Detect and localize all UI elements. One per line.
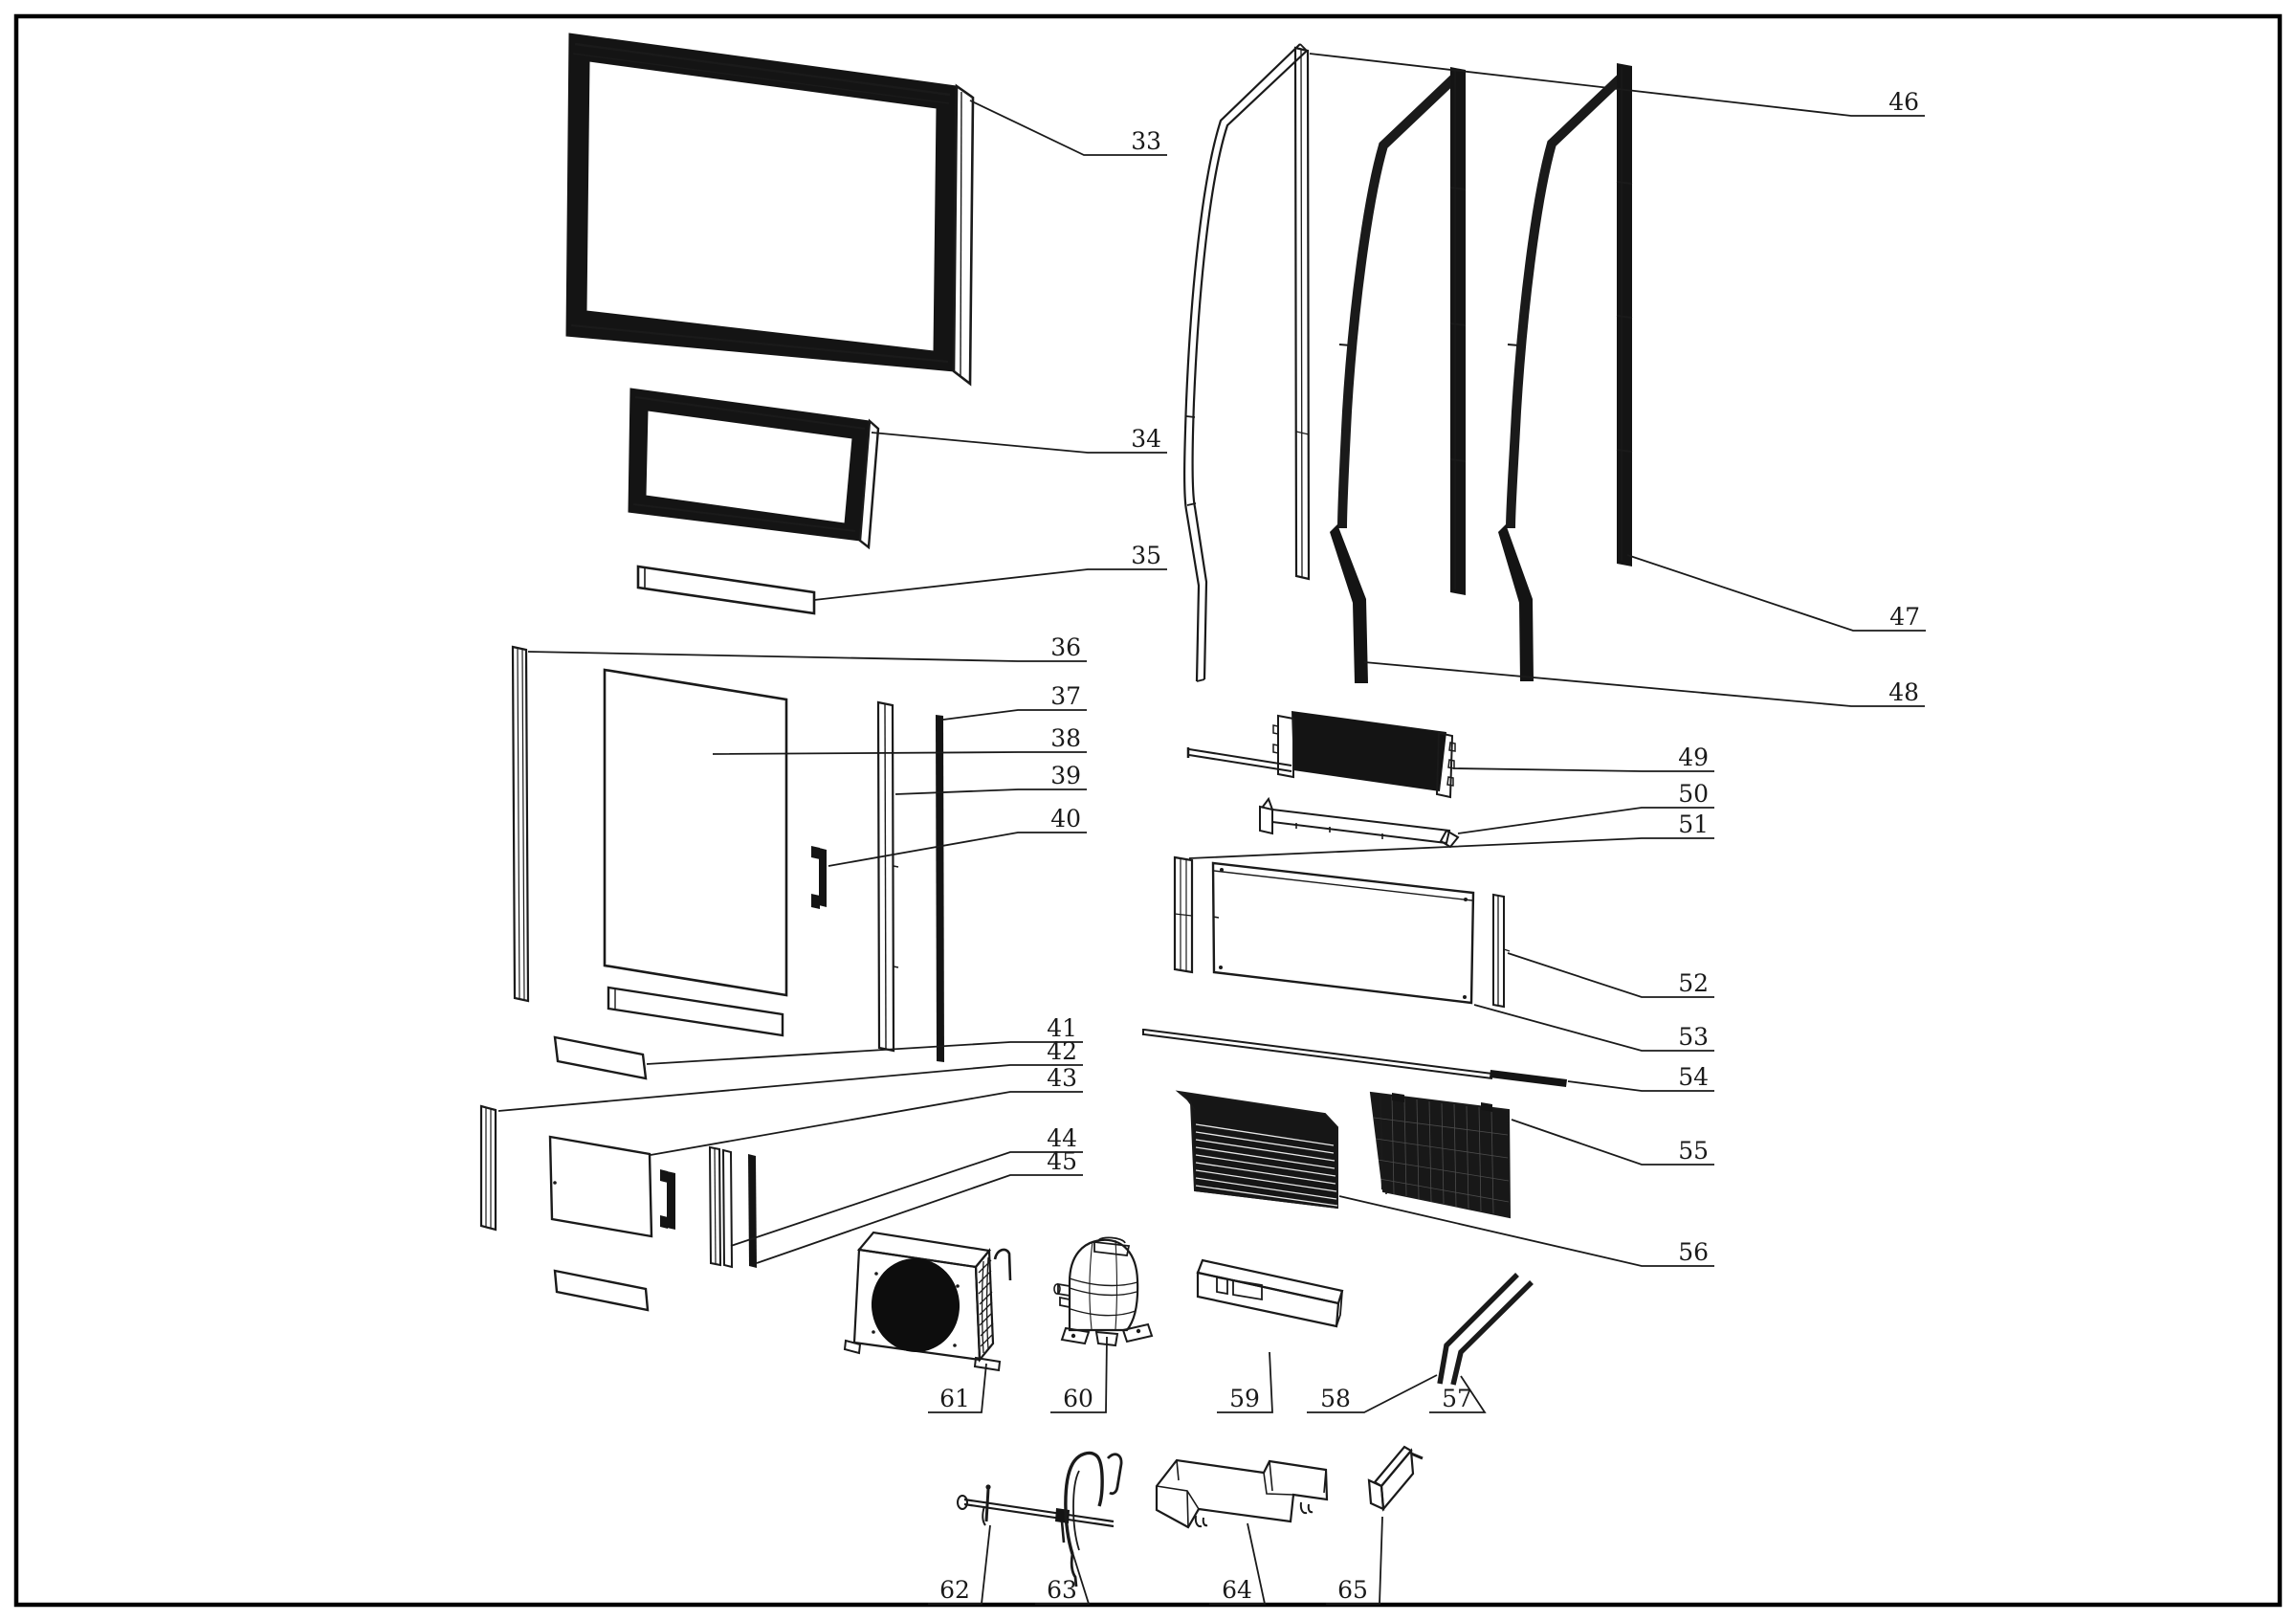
callout-36: 36 bbox=[1050, 633, 1081, 661]
part-49-condenser bbox=[1186, 711, 1456, 799]
part-63-bent-tube bbox=[1064, 1451, 1123, 1588]
part-57-58-tubes bbox=[1437, 1273, 1534, 1386]
part-50-bracket-bar bbox=[1259, 796, 1460, 849]
part-37-seal-strip bbox=[936, 715, 944, 1062]
part-44-glazing-strips bbox=[708, 1145, 734, 1269]
part-61-condensing-unit bbox=[843, 1231, 1012, 1372]
callout-59: 59 bbox=[1229, 1385, 1260, 1412]
part-43-small-panel bbox=[548, 1135, 653, 1238]
small-panel-clip bbox=[660, 1169, 675, 1230]
part-62-pipe-assembly bbox=[957, 1484, 1115, 1543]
callout-46: 46 bbox=[1888, 88, 1919, 116]
part-46-pillar-profile-white bbox=[1183, 43, 1311, 682]
part-56-louver-grille bbox=[1175, 1090, 1338, 1210]
callout-49: 49 bbox=[1678, 744, 1709, 771]
callout-50: 50 bbox=[1678, 780, 1709, 808]
door-bottom-rail bbox=[607, 986, 784, 1037]
callout-64: 64 bbox=[1222, 1576, 1252, 1604]
part-51-side-strip bbox=[1173, 855, 1194, 974]
part-33-door-frame bbox=[565, 33, 975, 387]
callout-37: 37 bbox=[1050, 682, 1081, 710]
page-border bbox=[13, 13, 2283, 1608]
callout-58: 58 bbox=[1320, 1385, 1351, 1412]
callout-35: 35 bbox=[1131, 542, 1161, 569]
callout-60: 60 bbox=[1063, 1385, 1093, 1412]
part-41-top-bar bbox=[553, 1035, 648, 1080]
callout-40: 40 bbox=[1050, 805, 1081, 833]
part-38-glass-panel bbox=[603, 668, 788, 997]
part-53-access-panel bbox=[1211, 861, 1475, 1005]
callout-48: 48 bbox=[1888, 678, 1919, 706]
callout-61: 61 bbox=[939, 1385, 970, 1412]
callout-51: 51 bbox=[1678, 810, 1709, 838]
part-52-edge-strip bbox=[1492, 893, 1511, 1009]
callout-33: 33 bbox=[1131, 127, 1161, 155]
callout-55: 55 bbox=[1678, 1137, 1709, 1165]
callout-65: 65 bbox=[1337, 1576, 1368, 1604]
callout-41: 41 bbox=[1047, 1014, 1077, 1042]
part-65-angle-bracket bbox=[1367, 1445, 1424, 1512]
callout-56: 56 bbox=[1678, 1238, 1709, 1266]
callout-52: 52 bbox=[1678, 969, 1709, 997]
part-64-drain-tray bbox=[1155, 1458, 1329, 1529]
small-door-bottom-bar bbox=[553, 1269, 650, 1312]
callout-43: 43 bbox=[1047, 1064, 1077, 1092]
part-35-trim-bar bbox=[636, 565, 816, 615]
callout-47: 47 bbox=[1889, 603, 1920, 631]
part-34-inner-frame bbox=[628, 388, 880, 550]
part-48-pillar-profile-black bbox=[1330, 67, 1467, 683]
part-39-glazing-strip bbox=[876, 700, 899, 1053]
part-45-seal-strip bbox=[748, 1154, 757, 1268]
part-55-mesh-grille bbox=[1369, 1091, 1512, 1219]
callout-39: 39 bbox=[1050, 762, 1081, 789]
part-40-handle-clip bbox=[811, 846, 827, 909]
callout-34: 34 bbox=[1131, 425, 1161, 453]
callout-57: 57 bbox=[1442, 1385, 1472, 1412]
part-42-side-strip bbox=[479, 1104, 497, 1232]
callout-62: 62 bbox=[939, 1576, 970, 1604]
callout-44: 44 bbox=[1047, 1124, 1077, 1152]
part-36-vertical-strip bbox=[511, 645, 530, 1003]
part-47-pillar-profile-black bbox=[1498, 63, 1633, 681]
callout-42: 42 bbox=[1047, 1037, 1077, 1065]
callout-63: 63 bbox=[1047, 1576, 1077, 1604]
part-54-tube bbox=[1142, 1029, 1567, 1087]
callout-54: 54 bbox=[1678, 1063, 1709, 1091]
callout-53: 53 bbox=[1678, 1023, 1709, 1051]
part-59-control-panel bbox=[1196, 1258, 1344, 1328]
callout-labels: 33 34 35 36 37 38 39 40 41 42 43 44 45 4… bbox=[939, 88, 1920, 1604]
leader-lines bbox=[497, 53, 1926, 1605]
callout-45: 45 bbox=[1047, 1147, 1077, 1175]
callout-38: 38 bbox=[1050, 724, 1081, 752]
part-60-compressor bbox=[1053, 1236, 1154, 1347]
